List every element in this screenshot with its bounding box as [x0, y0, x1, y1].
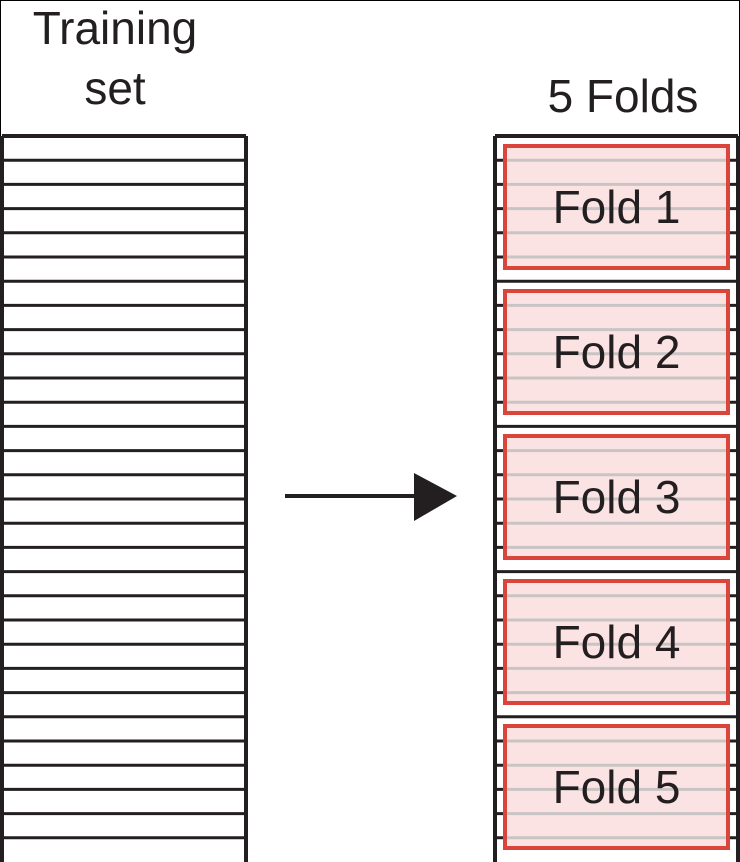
training-set-label-line1: Training — [32, 2, 198, 54]
fold-box-fill — [505, 146, 728, 268]
split-arrow — [285, 473, 457, 521]
fold-label: Fold 2 — [553, 326, 681, 378]
fold-box: Fold 2 — [503, 289, 730, 415]
fold-box: Fold 3 — [503, 434, 730, 560]
folds-column: Fold 1 Fold 2 Fold 3 Fold 4 Fold 5 — [493, 134, 740, 862]
fold-label: Fold 3 — [553, 471, 681, 523]
training-set-column — [0, 134, 248, 862]
fold-box-border — [503, 289, 730, 415]
fold-box-border — [503, 144, 730, 270]
fold-box-fill — [505, 291, 728, 413]
fold-box-border — [503, 579, 730, 705]
arrow-head-icon — [414, 473, 457, 521]
fold-box: Fold 1 — [503, 144, 730, 270]
fold-box-fill — [505, 436, 728, 558]
fold-label: Fold 4 — [553, 616, 681, 668]
five-folds-label: 5 Folds — [547, 70, 699, 122]
fold-box-border — [503, 434, 730, 560]
training-set-label: Training set — [0, 0, 230, 118]
training-set-label-line2: set — [84, 62, 146, 114]
fold-box: Fold 5 — [503, 724, 730, 850]
fold-box: Fold 4 — [503, 579, 730, 705]
fold-label: Fold 5 — [553, 761, 681, 813]
fold-box-fill — [505, 726, 728, 848]
fold-label: Fold 1 — [553, 181, 681, 233]
fold-box-fill — [505, 581, 728, 703]
fold-box-border — [503, 724, 730, 850]
